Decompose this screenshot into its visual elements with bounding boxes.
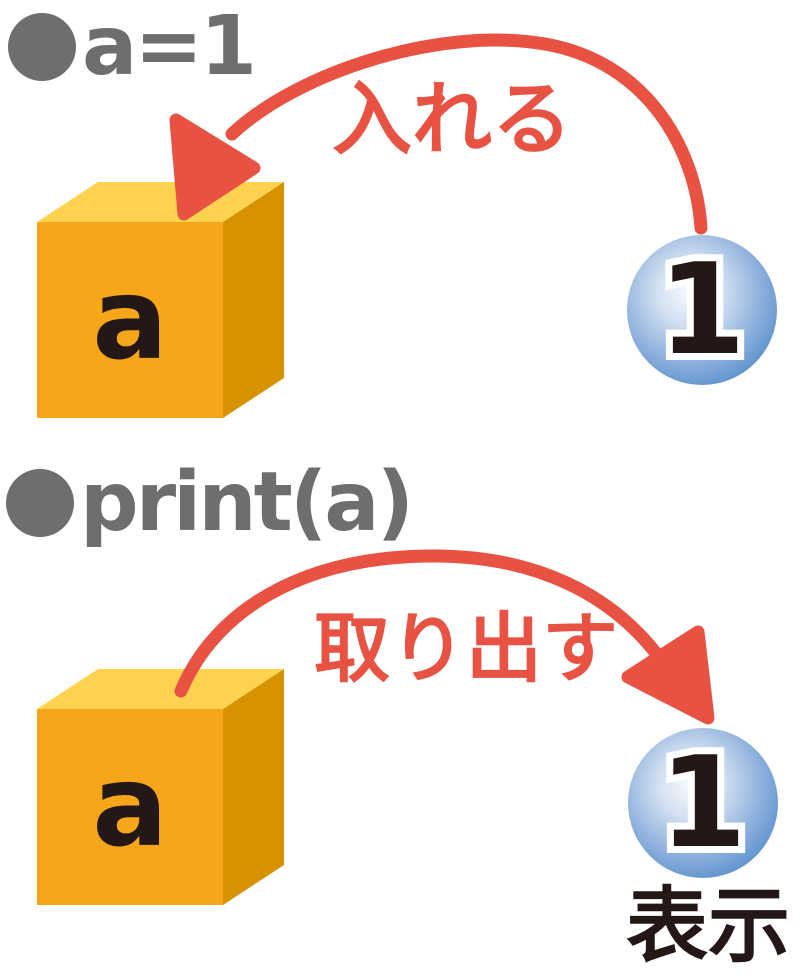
print-arrow-curve-icon: [174, 549, 662, 698]
print-arrow-head-icon: [621, 625, 715, 725]
variable-box-print: [37, 669, 284, 905]
bullet-icon: [8, 13, 76, 81]
assign-arrow-curve-icon: [225, 33, 708, 235]
box1-side-face: [223, 182, 284, 418]
box-label-print: a: [92, 742, 168, 872]
sphere-value-outline: 1: [652, 729, 754, 876]
assign-arrow-head-icon: [169, 113, 261, 221]
bullet-icon: [6, 469, 74, 537]
sphere-value-assign: 1 1: [627, 235, 777, 385]
sphere-value-text: 1: [659, 729, 747, 876]
box2-front-face: [37, 709, 223, 905]
box2-side-face: [223, 669, 284, 905]
variable-box-assign: [37, 182, 284, 418]
print-heading-text: print(a): [80, 455, 414, 550]
box2-top-face: [37, 669, 284, 709]
section-print-heading: print(a): [6, 455, 414, 550]
assign-heading-text: a=1: [82, 0, 257, 94]
value-sphere-assign: [627, 235, 777, 385]
section-assign-heading: a=1: [8, 0, 257, 94]
print-result-label: 表示: [626, 879, 791, 974]
sphere-value-print: 1 1: [628, 728, 778, 878]
value-sphere-print: [628, 728, 778, 878]
box-label-assign: a: [92, 255, 168, 385]
print-arrow-label: 取り出す: [314, 604, 618, 693]
sphere-value-outline: 1: [651, 236, 753, 383]
sphere-value-text: 1: [658, 236, 746, 383]
assign-arrow-label: 入れる: [332, 73, 572, 166]
box1-front-face: [37, 222, 223, 418]
